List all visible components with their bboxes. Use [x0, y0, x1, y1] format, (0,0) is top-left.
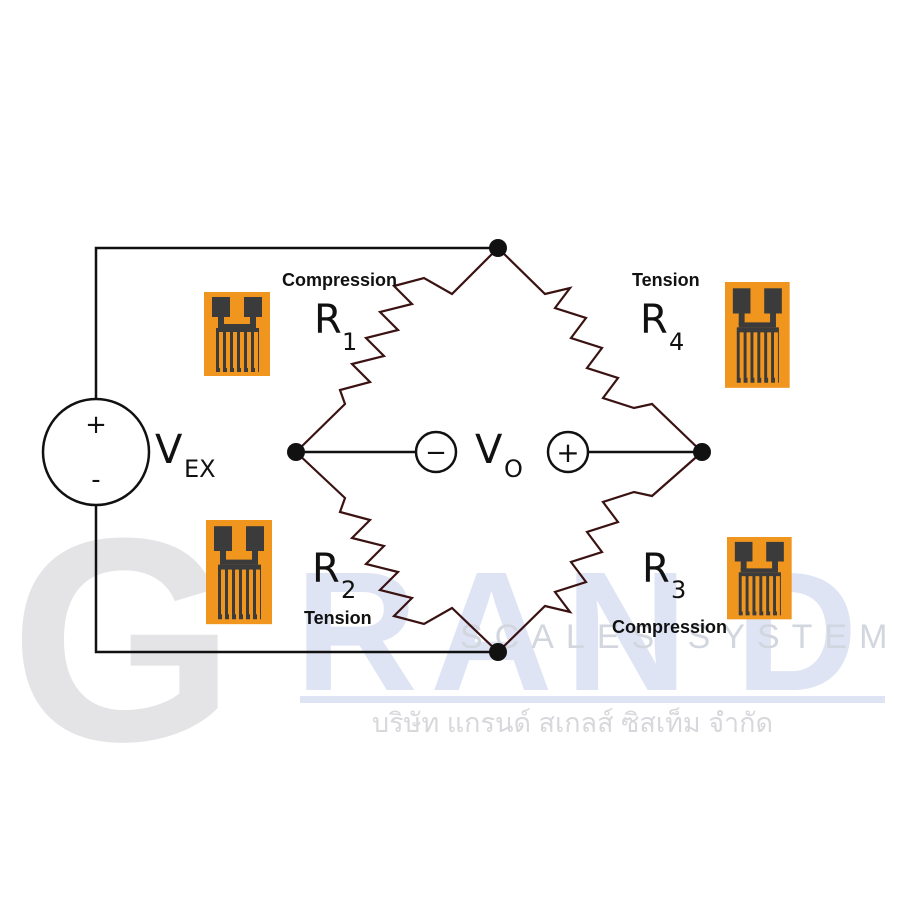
resistor-r4	[497, 247, 703, 453]
node-right	[693, 443, 711, 461]
node-top	[489, 239, 507, 257]
wire-bottom	[94, 505, 498, 654]
r1-mode-label: Compression	[282, 270, 397, 290]
r1-label-main: R	[314, 297, 342, 343]
watermark-letter-r: R	[295, 537, 418, 727]
wire-top	[94, 246, 498, 400]
r1-label-sub: 1	[342, 328, 357, 356]
watermark: G R A N D SCALES SYSTEM บริษัท แกรนด์ สเ…	[10, 478, 899, 802]
source-label-main: V	[155, 427, 183, 473]
voltage-source-icon: + -	[41, 397, 151, 507]
r3-label-sub: 3	[671, 576, 686, 604]
resistor-r1	[295, 247, 499, 453]
output-label-sub: O	[504, 455, 523, 483]
r4-label-sub: 4	[669, 328, 684, 356]
watermark-company-thai: บริษัท แกรนด์ สเกลส์ ซิสเท็ม จำกัด	[372, 705, 773, 738]
output-pos-symbol: +	[556, 436, 579, 469]
r2-mode-label: Tension	[304, 608, 372, 628]
strain-gauge-icon	[725, 282, 790, 388]
r3-label-main: R	[642, 546, 670, 592]
strain-gauge-icon	[204, 292, 270, 376]
r2-label-sub: 2	[341, 576, 356, 604]
r4-label-main: R	[640, 297, 668, 343]
watermark-letter-g: G	[10, 478, 236, 802]
output-label-main: V	[475, 427, 503, 473]
strain-gauge-icon	[727, 537, 792, 620]
bridge-nodes	[287, 239, 711, 661]
watermark-letter-n: N	[565, 537, 688, 727]
source-circle	[41, 397, 151, 507]
r3-mode-label: Compression	[612, 617, 727, 637]
output-neg-circle	[414, 430, 458, 474]
output-neg-symbol: −	[425, 438, 447, 468]
watermark-letter-a: A	[430, 537, 553, 727]
output-positive-terminal: +	[546, 430, 590, 474]
r2-label-main: R	[312, 546, 340, 592]
resistor-r2	[295, 451, 499, 653]
r4-mode-label: Tension	[632, 270, 700, 290]
output-pos-circle	[546, 430, 590, 474]
source-plus: +	[85, 410, 107, 440]
strain-gauge-icon	[206, 520, 272, 625]
node-left	[287, 443, 305, 461]
resistor-r3	[497, 451, 703, 653]
circuit-wires	[94, 246, 702, 654]
watermark-tagline: SCALES SYSTEM	[460, 618, 899, 656]
node-bottom	[489, 643, 507, 661]
source-label-sub: EX	[184, 455, 216, 483]
source-minus: -	[91, 465, 100, 495]
output-negative-terminal: −	[414, 430, 458, 474]
resistors	[295, 247, 703, 653]
watermark-underline	[300, 696, 885, 703]
